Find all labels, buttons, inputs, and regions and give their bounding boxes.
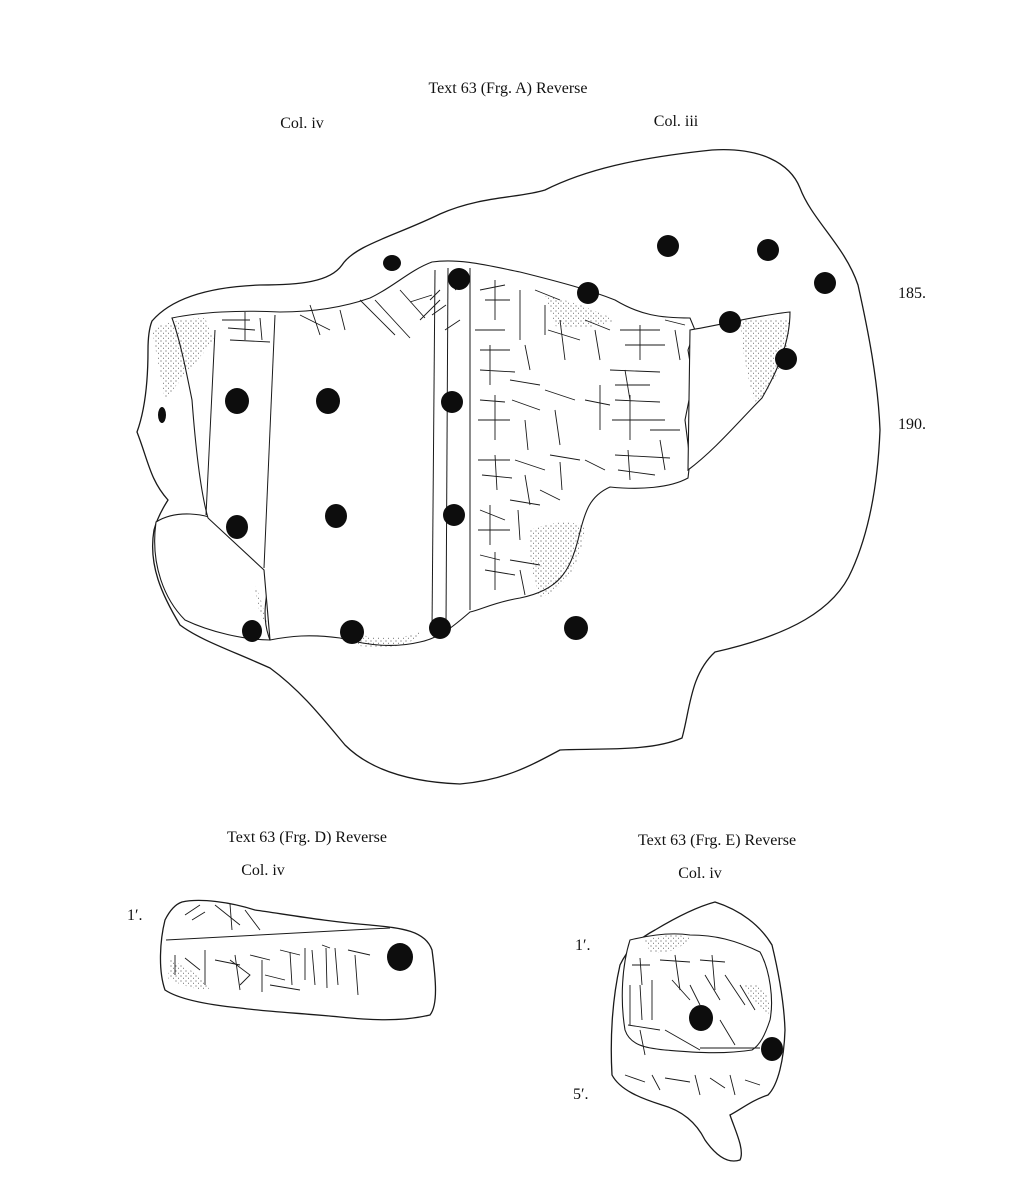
fragment-e (610, 901, 786, 1162)
fragment-a-column-iii-label: Col. iii (653, 113, 699, 130)
fragment-a-stipple-corner (255, 585, 268, 628)
fragment-d-line-number-1: 1′. (127, 907, 143, 924)
fragment-e-cuneiform-signs (624, 954, 761, 1096)
fragment-e-title: Text 63 (Frg. E) Reverse (637, 832, 797, 849)
fragment-a-cuneiform-signs (222, 279, 686, 596)
fragment-a-stipple-mid (529, 522, 585, 598)
fragment-d-hole (387, 943, 413, 971)
fragment-e-inscribed-surface (621, 933, 773, 1054)
fragment-d-cuneiform-signs (165, 903, 391, 996)
fragment-a-column-iv-label: Col. iv (280, 115, 324, 132)
fragment-e-hole-lower (761, 1037, 783, 1061)
fragment-d (159, 899, 437, 1021)
fragment-e-column-label: Col. iv (678, 865, 722, 882)
fragment-a-stipple-top (545, 296, 615, 328)
fragment-d-column-label: Col. iv (241, 862, 285, 879)
fragment-e-stipple-top (645, 935, 690, 953)
fragment-d-title: Text 63 (Frg. D) Reverse (227, 829, 387, 846)
fragment-d-outline (159, 899, 437, 1021)
fragment-a-holes (158, 235, 836, 644)
fragment-a-title: Text 63 (Frg. A) Reverse (428, 80, 588, 97)
fragment-a (136, 148, 881, 785)
fragment-a-line-number-190: 190. (898, 416, 926, 433)
fragment-d-stipple (168, 960, 210, 990)
fragment-a-stipple-left (152, 318, 214, 400)
fragment-a-stipple-right (740, 318, 790, 402)
fragment-e-hole-upper (689, 1005, 713, 1031)
fragment-a-stipple-bottom (345, 630, 420, 648)
fragment-e-line-number-5: 5′. (573, 1086, 589, 1103)
fragment-a-column-rulings (205, 267, 471, 631)
fragment-e-line-number-1: 1′. (575, 937, 591, 954)
fragment-e-stipple-right (745, 984, 772, 1015)
fragment-a-line-number-185: 185. (898, 285, 926, 302)
